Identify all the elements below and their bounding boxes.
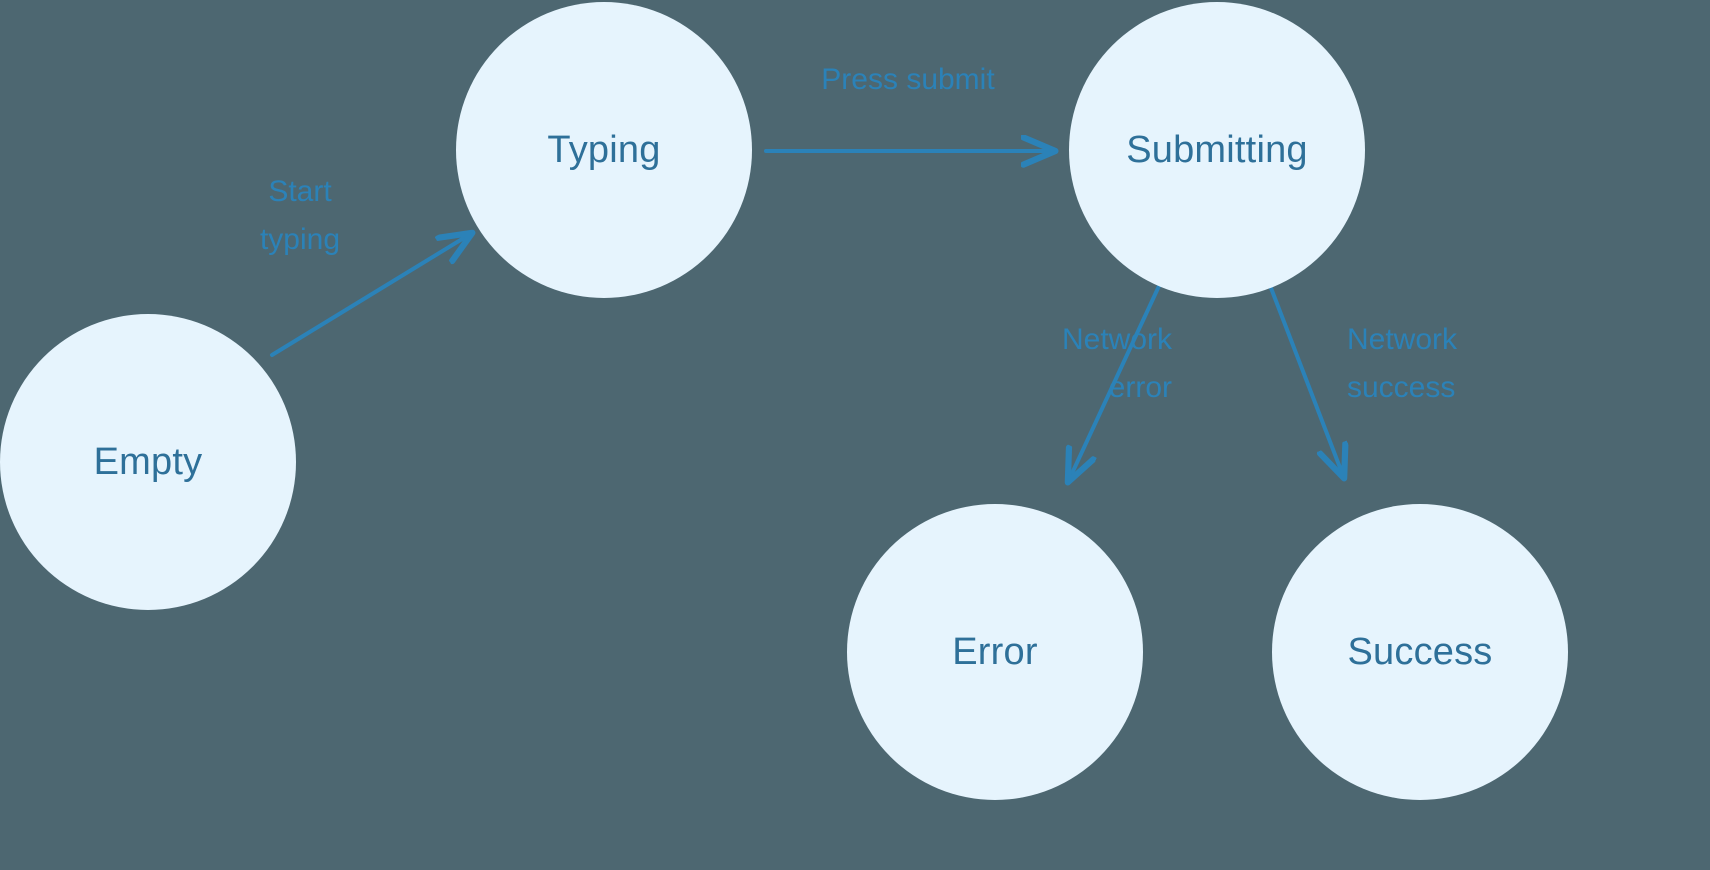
edge-label-press-submit: Press submit [778, 56, 1038, 104]
state-node-label: Empty [93, 441, 203, 483]
edge-label-line: Network [1347, 323, 1458, 356]
edge-label-line: Start [268, 175, 332, 208]
state-node-empty[interactable]: Empty [0, 314, 296, 610]
state-node-success[interactable]: Success [1272, 504, 1568, 800]
edge-label-network-error: Network error [872, 316, 1172, 412]
edge-label-start-typing: Start typing [200, 168, 400, 264]
edge-label-line: success [1347, 371, 1456, 404]
state-node-label: Success [1347, 631, 1493, 673]
edge-label-line: Press submit [821, 63, 995, 96]
edge-label-line: error [1108, 371, 1172, 404]
state-node-label: Typing [547, 129, 661, 171]
edge-label-line: Network [1061, 323, 1172, 356]
state-node-label: Error [952, 631, 1038, 673]
edge-label-network-success: Network success [1347, 316, 1647, 412]
edge-submitting-to-success [1269, 286, 1344, 478]
state-node-label: Submitting [1126, 129, 1308, 171]
state-node-typing[interactable]: Typing [456, 2, 752, 298]
edge-label-line: typing [259, 223, 341, 256]
state-node-submitting[interactable]: Submitting [1069, 2, 1365, 298]
state-node-error[interactable]: Error [847, 504, 1143, 800]
